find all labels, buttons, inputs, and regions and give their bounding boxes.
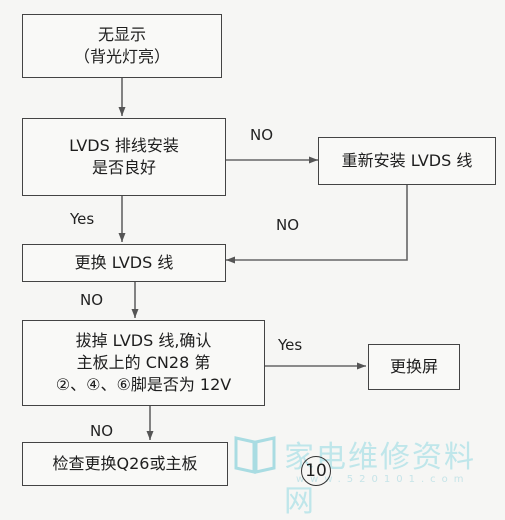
flowchart-connectors: [118, 78, 408, 440]
node-check-q26-board: 检查更换Q26或主板: [22, 442, 228, 486]
node-replace-lvds: 更换 LVDS 线: [22, 244, 226, 282]
edge-label-no: NO: [80, 291, 104, 309]
watermark-url: www.520101.com: [296, 474, 470, 485]
edge-label-no: NO: [90, 422, 114, 440]
node-check-cn28-voltage: 拔掉 LVDS 线,确认 主板上的 CN28 第 ②、④、⑥脚是否为 12V: [22, 320, 265, 406]
node-text-line: 无显示: [97, 25, 146, 44]
node-text-line: 更换屏: [389, 357, 438, 376]
edge-label-no: NO: [250, 126, 274, 144]
book-logo-icon: [234, 436, 276, 474]
node-text-line: 重新安装 LVDS 线: [341, 151, 473, 170]
node-check-lvds-cable: LVDS 排线安装 是否良好: [22, 118, 226, 196]
node-reinstall-lvds: 重新安装 LVDS 线: [318, 137, 496, 185]
edge-label-yes: Yes: [278, 336, 303, 354]
node-text-line: 主板上的 CN28 第: [76, 353, 211, 372]
node-no-display: 无显示 （背光灯亮）: [22, 14, 222, 78]
arrow-reinstall-to-replace: [226, 185, 408, 264]
node-text-line: 是否良好: [91, 158, 156, 177]
node-text-line: ②、④、⑥脚是否为 12V: [55, 375, 232, 394]
node-text-line: 拔掉 LVDS 线,确认: [75, 331, 212, 350]
edge-label-no: NO: [276, 216, 300, 234]
node-text-line: （背光灯亮）: [73, 47, 170, 66]
node-text-line: LVDS 排线安装: [69, 136, 179, 155]
edge-label-yes: Yes: [70, 210, 95, 228]
node-replace-screen: 更换屏: [368, 344, 460, 390]
node-text-line: 更换 LVDS 线: [74, 253, 174, 272]
page-number: 10: [301, 456, 331, 486]
node-text-line: 检查更换Q26或主板: [52, 454, 198, 473]
